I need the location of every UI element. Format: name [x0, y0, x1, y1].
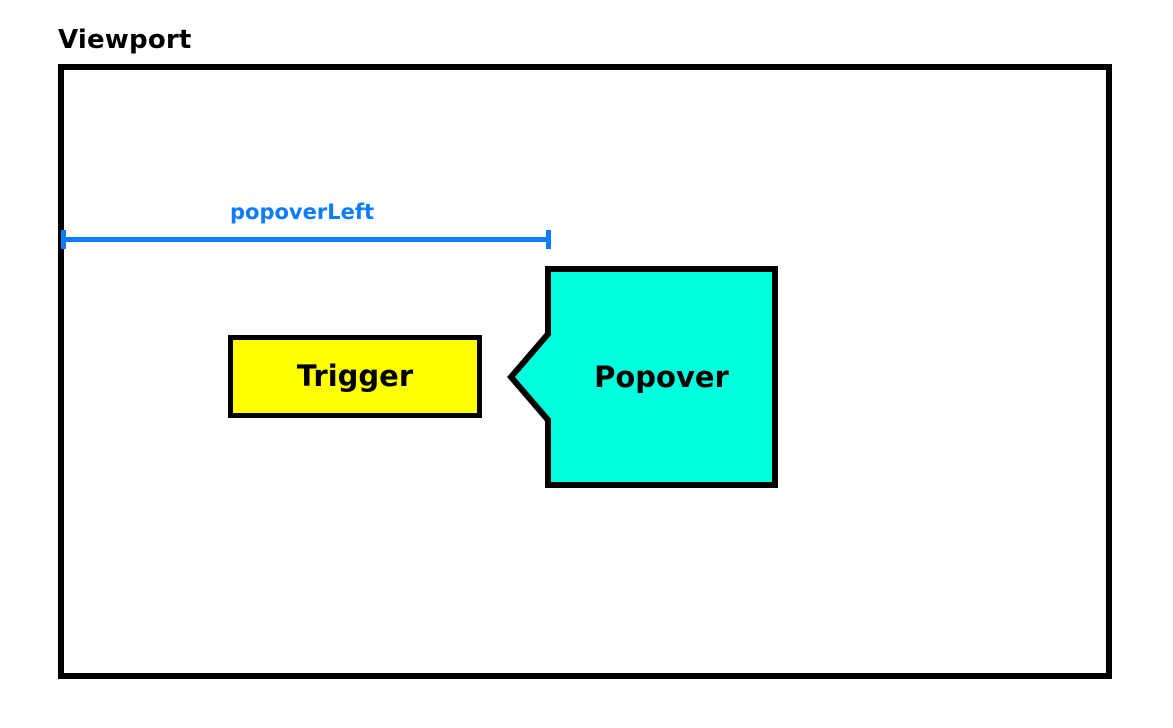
popover-label: Popover: [594, 360, 729, 394]
trigger-box[interactable]: Trigger: [228, 335, 482, 418]
popover-callout-path: [507, 266, 778, 488]
popover-box[interactable]: [500, 260, 790, 500]
trigger-label: Trigger: [296, 359, 414, 393]
viewport-title: Viewport: [58, 25, 192, 55]
